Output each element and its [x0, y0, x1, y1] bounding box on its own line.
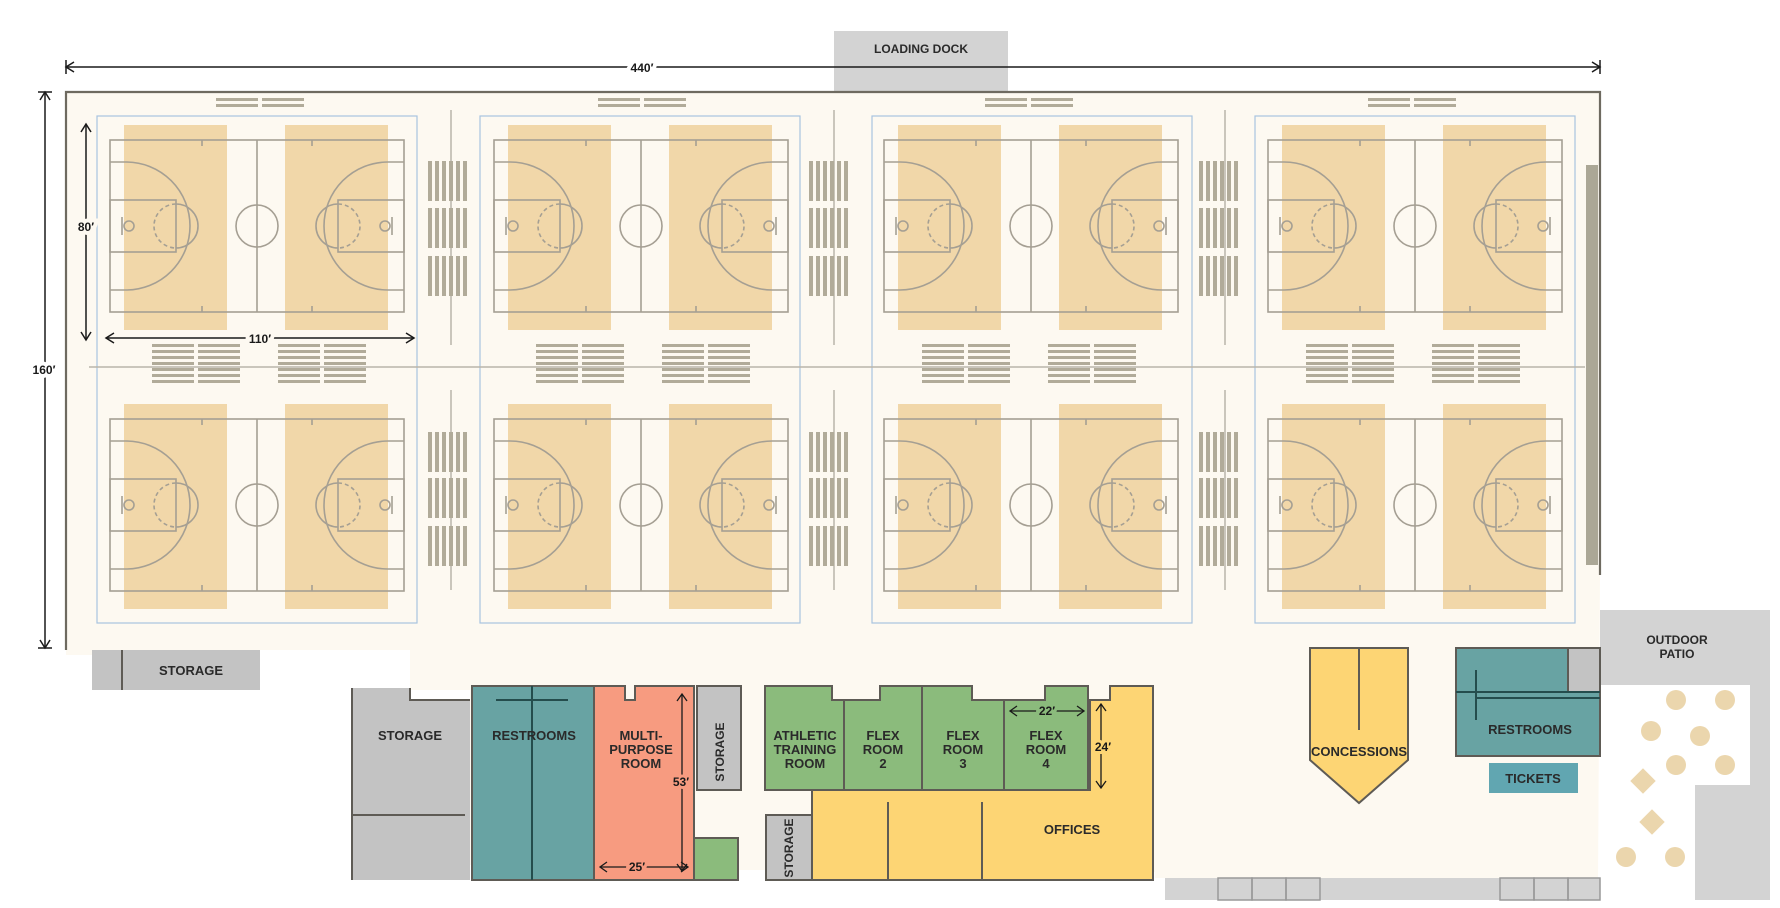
- storage-room-top: [92, 650, 260, 690]
- exterior-strip: [1165, 878, 1600, 900]
- small-green-room: [693, 837, 739, 881]
- athletic-training-label-line1: ATHLETIC: [773, 728, 837, 743]
- flex-width-label: 22′: [1039, 704, 1055, 718]
- gym-outer-wall: [64, 90, 1602, 650]
- multipurpose-width-dimension: [598, 861, 690, 873]
- flex-3-label-line2: ROOM: [943, 742, 983, 757]
- storage-room-vertical-1: [696, 685, 742, 791]
- storage-room-left-label: STORAGE: [378, 728, 442, 743]
- exterior-strip-bays: [1217, 877, 1601, 901]
- multipurpose-label-line2: PURPOSE: [609, 742, 673, 757]
- court-height-dimension: [80, 122, 92, 342]
- flex-3-label-line3: 3: [959, 756, 966, 771]
- outdoor-patio: [1600, 610, 1770, 900]
- court-width-label: 110′: [249, 332, 271, 346]
- flex-2-label-line2: ROOM: [863, 742, 903, 757]
- storage-vertical-2-label: STORAGE: [782, 818, 796, 877]
- flex-width-dimension: [1008, 705, 1086, 717]
- offices-partitions: [887, 802, 983, 880]
- offices: [811, 685, 1154, 881]
- basketball-courts: [109, 125, 1563, 609]
- overall-width-dimension: [64, 60, 1602, 74]
- court-zones: [96, 115, 1576, 624]
- multipurpose-width-label: 25′: [629, 860, 645, 874]
- restrooms-left-partitions: [496, 686, 568, 880]
- multipurpose-label-line3: ROOM: [621, 756, 661, 771]
- flex-3-label-line1: FLEX: [946, 728, 980, 743]
- court-zone-1: [96, 115, 418, 624]
- loading-dock: [834, 31, 1008, 92]
- basketball-court-1: [109, 125, 405, 330]
- outdoor-patio-label-line2: PATIO: [1660, 647, 1695, 661]
- restrooms-left-label: RESTROOMS: [492, 728, 576, 743]
- east-wall-panel: [1586, 165, 1598, 565]
- athletic-training-label-line3: ROOM: [785, 756, 825, 771]
- tickets-label: TICKETS: [1505, 771, 1561, 786]
- basketball-court-4: [1267, 125, 1563, 330]
- tickets-booth: [1489, 763, 1578, 793]
- storage-vertical-1-label: STORAGE: [713, 722, 727, 781]
- basketball-court-3: [883, 125, 1179, 330]
- basketball-court-7: [883, 404, 1179, 609]
- storage-room-left-walls: [351, 688, 470, 880]
- outdoor-patio-label-line1: OUTDOOR: [1646, 633, 1708, 647]
- loading-dock-label: LOADING DOCK: [874, 42, 968, 56]
- flex-height-dimension: [1095, 702, 1107, 790]
- flex-room-4: [1003, 685, 1089, 791]
- overall-width-label: 440′: [631, 61, 654, 75]
- concessions-label: CONCESSIONS: [1311, 744, 1407, 759]
- court-zone-4: [1254, 115, 1576, 624]
- court-width-dimension: [104, 332, 416, 344]
- basketball-court-8: [1267, 404, 1563, 609]
- flex-2-label-line1: FLEX: [866, 728, 900, 743]
- multipurpose-label-line1: MULTI-: [619, 728, 662, 743]
- flex-4-label-line3: 4: [1042, 756, 1050, 771]
- basketball-court-6: [493, 404, 789, 609]
- multipurpose-height-label: 53′: [673, 775, 689, 789]
- multipurpose-room: [593, 685, 695, 881]
- athletic-training-label-line2: TRAINING: [774, 742, 837, 757]
- restrooms-right-vestibule: [1567, 647, 1601, 693]
- storage-room-left: [352, 688, 470, 880]
- court-zone-3: [871, 115, 1193, 624]
- overall-height-label: 160′: [33, 363, 56, 377]
- storage-room-top-label: STORAGE: [159, 663, 223, 678]
- flex-height-label: 24′: [1095, 740, 1111, 754]
- bleachers: [89, 98, 1585, 590]
- flex-4-label-line2: ROOM: [1026, 742, 1066, 757]
- court-zone-2: [479, 115, 801, 624]
- flex-4-label-line1: FLEX: [1029, 728, 1063, 743]
- basketball-court-2: [493, 125, 789, 330]
- overall-height-dimension: [38, 90, 52, 650]
- flex-2-label-line3: 2: [879, 756, 886, 771]
- offices-label: OFFICES: [1044, 822, 1101, 837]
- court-height-label: 80′: [78, 220, 94, 234]
- restrooms-right-label: RESTROOMS: [1488, 722, 1572, 737]
- restrooms-right-partitions: [1456, 670, 1600, 720]
- basketball-court-5: [109, 404, 405, 609]
- storage-room-vertical-2: [765, 814, 813, 881]
